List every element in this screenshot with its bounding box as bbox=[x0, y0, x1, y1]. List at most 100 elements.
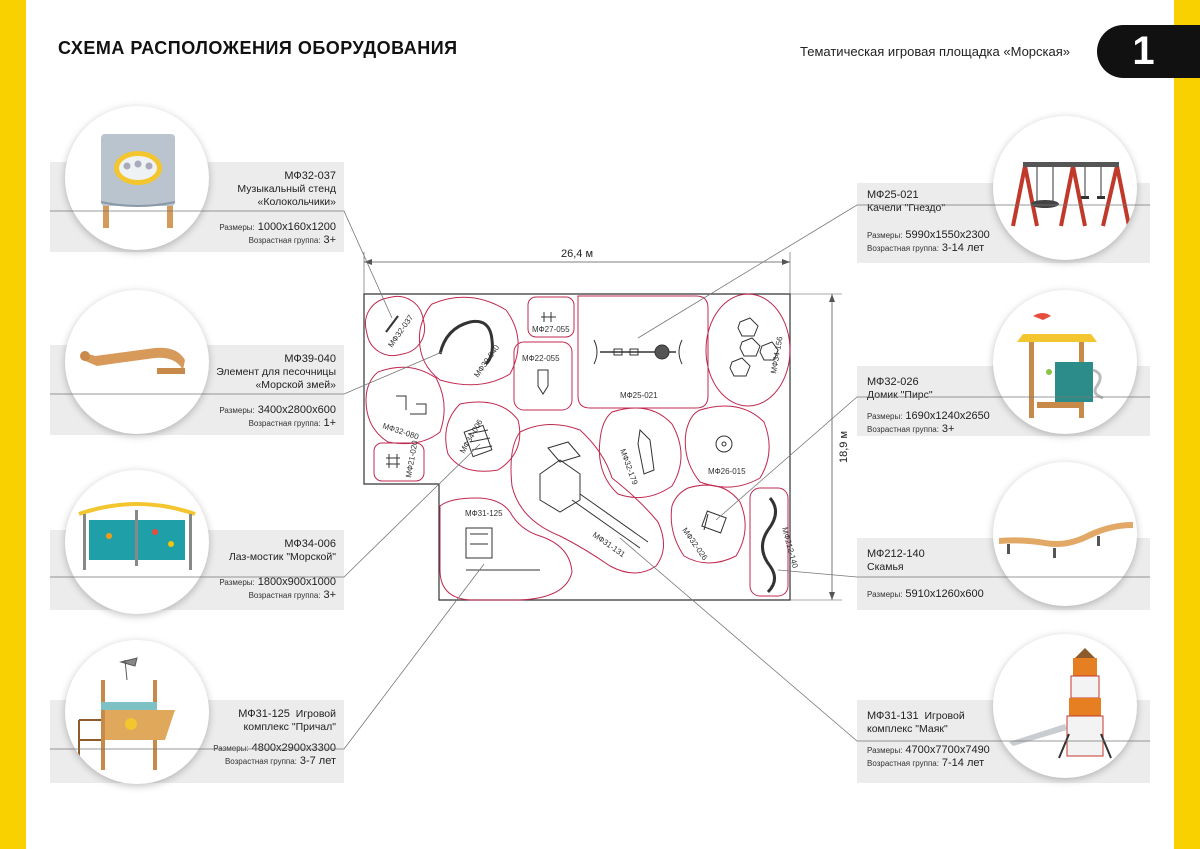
zone-mf39-040 bbox=[418, 296, 519, 386]
symbol-mf32-080 bbox=[396, 395, 427, 415]
zone-label-mf26-015: МФ26-015 bbox=[708, 467, 746, 476]
symbol-mf39-040 bbox=[438, 319, 494, 366]
size-label: Размеры: bbox=[219, 223, 255, 232]
musical-stand-photo bbox=[65, 106, 209, 250]
equipment-code: МФ31-131 bbox=[867, 710, 919, 722]
equipment-code: МФ34-006 bbox=[284, 538, 336, 550]
zone-mf212-140 bbox=[749, 487, 789, 597]
zone-label-mf39-040: МФ39-040 bbox=[472, 343, 501, 379]
equipment-name-line2: «Морской змей» bbox=[255, 379, 336, 391]
zone-mf26-015 bbox=[684, 405, 770, 488]
size-label: Размеры: bbox=[219, 578, 255, 587]
right-accent-bar bbox=[1174, 0, 1200, 849]
symbol-mf26-015 bbox=[715, 435, 733, 453]
zone-mf34-156 bbox=[705, 293, 791, 407]
equipment-size: 4700х7700х7490 bbox=[905, 744, 990, 756]
zone-label-mf22-055: МФ22-055 bbox=[522, 354, 560, 363]
zone-label-mf32-037: МФ32-037 bbox=[386, 313, 415, 349]
zone-mf21-020 bbox=[373, 442, 425, 482]
equipment-name: Игровой bbox=[924, 710, 965, 722]
leader-line-mf32-037 bbox=[50, 210, 393, 319]
page-number-badge: 1 bbox=[1097, 25, 1200, 78]
page-title: СХЕМА РАСПОЛОЖЕНИЯ ОБОРУДОВАНИЯ bbox=[58, 38, 458, 58]
equipment-name: Музыкальный стенд bbox=[237, 183, 336, 195]
age-label: Возрастная группа: bbox=[867, 425, 939, 434]
size-label: Размеры: bbox=[219, 406, 255, 415]
equipment-age: 3-14 лет bbox=[941, 242, 985, 254]
leader-line-mf32-026 bbox=[715, 396, 1150, 521]
zone-label-mf21-020: МФ21-020 bbox=[404, 439, 419, 478]
climbing-bridge-photo bbox=[65, 470, 209, 614]
zone-mf32-179 bbox=[598, 407, 682, 499]
equipment-name: Элемент для песочницы bbox=[216, 366, 336, 378]
symbol-mf32-179 bbox=[637, 428, 655, 475]
leader-line-mf25-021 bbox=[637, 204, 1150, 339]
left-accent-bar bbox=[0, 0, 26, 849]
size-label: Размеры: bbox=[213, 744, 249, 753]
zone-mf31-131 bbox=[510, 424, 664, 574]
equipment-age: 1+ bbox=[323, 417, 336, 429]
equipment-age: 7-14 лет bbox=[941, 757, 985, 769]
zone-label-mf31-125: МФ31-125 bbox=[465, 509, 503, 518]
height-dimension-label: 18,9 м bbox=[838, 431, 850, 463]
symbol-mf31-125 bbox=[465, 527, 540, 571]
leader-line-mf212-140 bbox=[777, 569, 1150, 578]
zone-label-mf212-140: МФ212-140 bbox=[780, 526, 800, 569]
zone-label-mf25-021: МФ25-021 bbox=[620, 391, 658, 400]
age-label: Возрастная группа: bbox=[867, 244, 939, 253]
size-label: Размеры: bbox=[867, 590, 903, 599]
equipment-size: 5910х1260х600 bbox=[905, 588, 984, 600]
equipment-name-line2: «Колокольчики» bbox=[257, 196, 337, 208]
symbol-mf32-037 bbox=[385, 315, 399, 333]
equipment-size: 4800х2900х3300 bbox=[251, 742, 336, 754]
zone-mf27-055 bbox=[527, 296, 575, 338]
symbol-mf34-006 bbox=[463, 424, 493, 458]
equipment-code: МФ212-140 bbox=[867, 548, 925, 560]
page-number: 1 bbox=[1132, 29, 1155, 73]
symbol-mf31-131 bbox=[539, 441, 649, 549]
zone-mf25-021 bbox=[577, 295, 709, 409]
equipment-age: 3+ bbox=[941, 423, 955, 435]
lighthouse-complex-photo bbox=[993, 634, 1137, 778]
zone-mf34-006 bbox=[445, 401, 521, 472]
symbol-mf32-026 bbox=[701, 510, 727, 534]
page-subtitle: Тематическая игровая площадка «Морская» bbox=[800, 44, 1070, 59]
age-label: Возрастная группа: bbox=[248, 236, 321, 245]
prichal-complex-photo bbox=[65, 640, 209, 784]
equipment-code: МФ32-037 bbox=[284, 170, 336, 182]
equipment-size: 1690х1240х2650 bbox=[905, 410, 990, 422]
equipment-age: 3+ bbox=[323, 234, 336, 246]
width-dimension-label: 26,4 м bbox=[561, 248, 593, 260]
age-label: Возрастная группа: bbox=[867, 759, 939, 768]
equipment-name-line2: комплекс "Маяк" bbox=[867, 723, 948, 735]
zone-mf32-026 bbox=[670, 484, 746, 564]
equipment-name: Лаз-мостик "Морской" bbox=[228, 551, 336, 563]
symbol-mf25-021 bbox=[593, 339, 683, 365]
zone-label-mf34-156: МФ34-156 bbox=[769, 335, 784, 374]
zone-mf32-037 bbox=[364, 295, 426, 357]
symbol-mf34-156 bbox=[729, 317, 779, 377]
equipment-size: 3400х2800х600 bbox=[257, 404, 336, 416]
leader-line-mf31-131 bbox=[619, 537, 1150, 742]
symbol-mf212-140 bbox=[761, 497, 777, 594]
age-label: Возрастная группа: bbox=[248, 591, 321, 600]
leader-line-mf34-006 bbox=[50, 443, 481, 578]
symbol-mf27-055 bbox=[541, 312, 556, 322]
size-label: Размеры: bbox=[867, 746, 903, 755]
age-label: Возрастная группа: bbox=[224, 757, 297, 766]
equipment-size: 1800х900х1000 bbox=[257, 576, 336, 588]
size-label: Размеры: bbox=[867, 231, 903, 240]
nest-swing-photo bbox=[993, 116, 1137, 260]
pier-house-photo bbox=[993, 290, 1137, 434]
zone-label-mf34-006: МФ34-006 bbox=[458, 417, 485, 455]
site-boundary bbox=[363, 293, 791, 601]
equipment-code: МФ31-125 bbox=[238, 708, 290, 720]
symbol-mf22-055 bbox=[537, 369, 549, 395]
equipment-size: 1000х160х1200 bbox=[257, 221, 336, 233]
zone-mf32-080 bbox=[365, 366, 445, 445]
equipment-name: Скамья bbox=[867, 561, 904, 573]
equipment-age: 3+ bbox=[323, 589, 336, 601]
equipment-name: Домик "Пирс" bbox=[867, 389, 933, 401]
sea-serpent-photo bbox=[65, 290, 209, 434]
